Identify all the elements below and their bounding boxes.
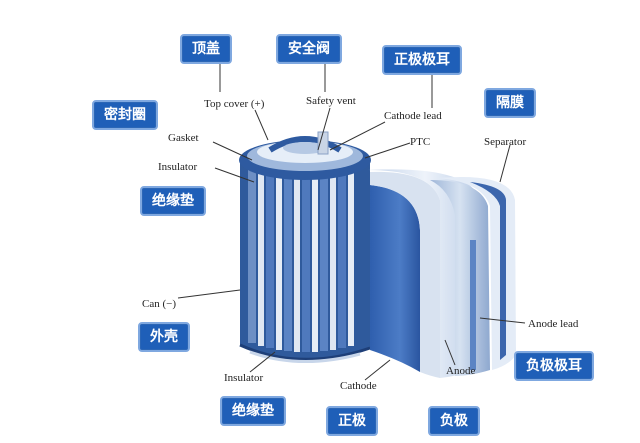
tag-insulator-top: 绝缘垫 (140, 186, 206, 216)
label-cathode: Cathode (340, 380, 377, 392)
can-body (239, 136, 371, 364)
label-can: Can (−) (142, 298, 176, 310)
label-ptc: PTC (410, 136, 431, 148)
cathode-sheet (370, 185, 420, 372)
tag-top-cover: 顶盖 (180, 34, 232, 64)
label-safety-vent: Safety vent (306, 95, 356, 107)
tag-gasket: 密封圈 (92, 100, 158, 130)
leader-lines (177, 60, 526, 381)
label-separator: Separator (484, 136, 527, 148)
outer-separator (438, 176, 516, 370)
tag-separator: 隔膜 (484, 88, 536, 118)
wound-layers (248, 168, 354, 352)
tag-can: 外壳 (138, 322, 190, 352)
anode-tab-strip (470, 240, 476, 370)
tag-insulator-bottom: 绝缘垫 (220, 396, 286, 426)
tag-safety-valve: 安全阀 (276, 34, 342, 64)
tag-cathode: 正极 (326, 406, 378, 436)
label-top-cover: Top cover (+) (204, 98, 265, 110)
tag-anode-tab: 负极极耳 (514, 351, 594, 381)
label-gasket: Gasket (168, 132, 199, 144)
separator-sheet (368, 169, 482, 378)
label-anode-lead: Anode lead (528, 318, 579, 330)
tag-anode: 负极 (428, 406, 480, 436)
label-insulator-bottom: Insulator (224, 372, 264, 384)
tag-cathode-tab: 正极极耳 (382, 45, 462, 75)
label-anode: Anode (446, 365, 476, 377)
label-cathode-lead: Cathode lead (384, 110, 442, 122)
label-insulator-top: Insulator (158, 161, 198, 173)
